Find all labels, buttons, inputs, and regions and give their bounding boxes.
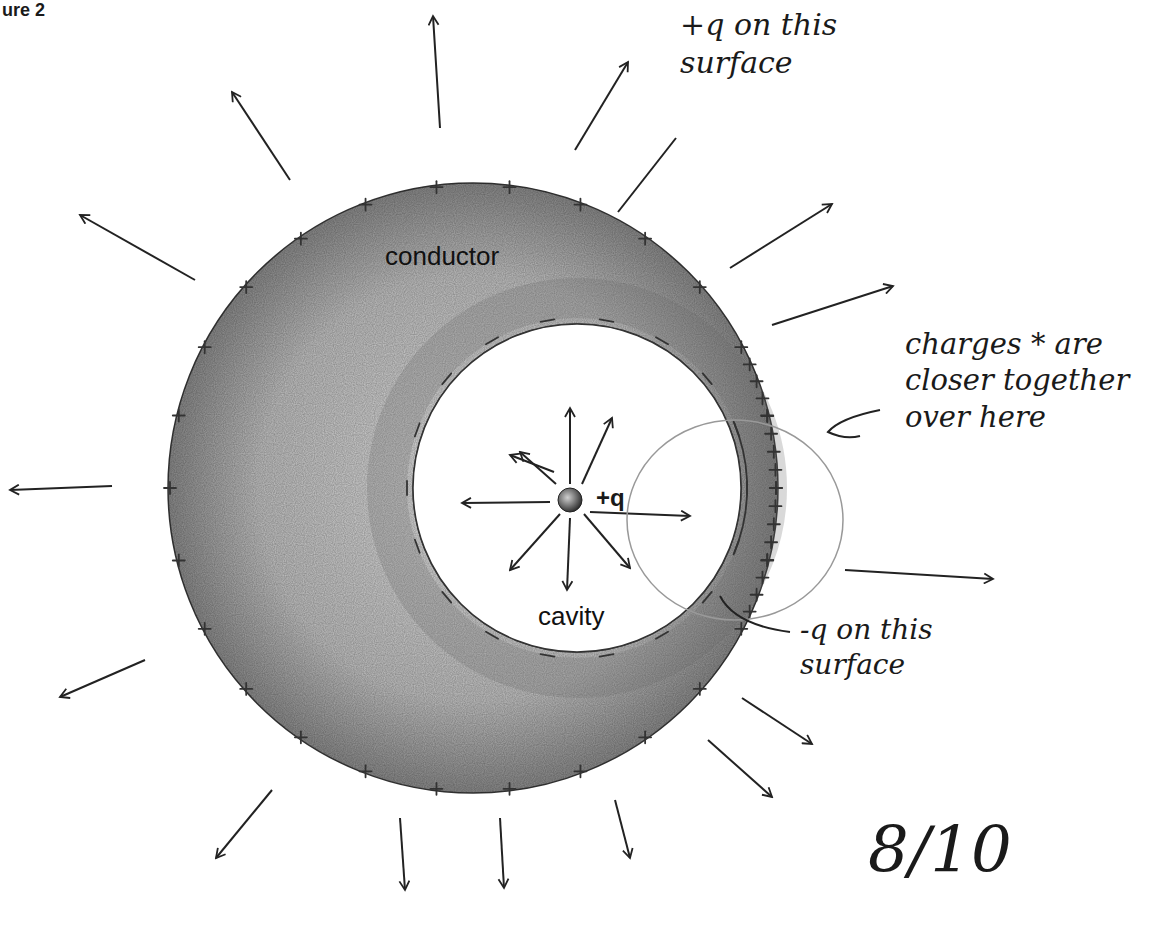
charge-mark <box>734 541 739 554</box>
cavity-region: cavity <box>412 323 742 653</box>
charge-mark <box>756 375 758 387</box>
cavity-region <box>413 324 741 652</box>
charge-mark <box>580 199 582 211</box>
charge-mark <box>644 233 646 245</box>
conductor-grain <box>168 183 778 793</box>
charge-mark <box>773 518 775 530</box>
charge-mark <box>746 496 747 510</box>
charge-mark <box>509 783 511 795</box>
charge-mark <box>178 555 180 567</box>
charge-mark <box>656 337 668 344</box>
charge-mark <box>406 481 408 495</box>
charge-mark <box>541 319 555 321</box>
charge-mark <box>365 199 367 211</box>
charge-mark <box>770 428 772 440</box>
charge-mark <box>436 181 438 193</box>
charge-mark <box>300 233 302 245</box>
charge-mark <box>756 589 758 601</box>
charge-mark <box>766 555 768 567</box>
cavity-shade <box>387 298 767 678</box>
charge-mark <box>600 654 614 656</box>
charge-mark <box>509 181 511 193</box>
charge-mark <box>245 683 247 695</box>
charge-mark <box>178 409 180 421</box>
charge-mark <box>766 409 768 421</box>
charge-label: +q <box>596 484 625 512</box>
field-arrows <box>10 16 993 890</box>
charge-mark <box>770 536 772 548</box>
charge-mark <box>415 540 420 553</box>
charge-mark <box>739 527 743 540</box>
surface-charges <box>164 181 782 795</box>
charge-mark <box>746 481 748 495</box>
figure-number: ure 2 <box>2 0 45 21</box>
charge-mark <box>766 554 768 566</box>
charge-mark <box>766 410 768 422</box>
charge-mark <box>749 606 751 618</box>
grade-mark: 8/10 <box>868 810 1012 890</box>
point-charge <box>558 488 582 512</box>
charge-mark <box>775 500 777 512</box>
charge-mark <box>775 464 777 476</box>
charge-mark <box>204 623 206 635</box>
charge-mark <box>775 482 777 494</box>
cavity-region <box>413 324 741 652</box>
charge-mark <box>699 683 701 695</box>
charge-mark <box>746 481 748 495</box>
charge-mark <box>740 341 742 353</box>
charge-mark <box>486 632 498 639</box>
charge-mark <box>703 373 712 384</box>
handwritten-note: charges * are closer together over here <box>905 326 1155 435</box>
charge-mark <box>703 592 712 603</box>
conductor-region: conductor cavity <box>168 183 778 793</box>
charge-mark <box>762 572 764 584</box>
charge-mark <box>644 731 646 743</box>
highlight-ellipse <box>627 420 843 620</box>
charge-mark <box>486 337 498 344</box>
charge-mark <box>743 512 746 526</box>
charge-mark <box>245 281 247 293</box>
handwritten-note: -q on this surface <box>800 612 1010 682</box>
charge-mark <box>600 319 614 321</box>
charge-mark <box>743 451 746 465</box>
charge-mark <box>749 358 751 370</box>
charge-mark <box>442 592 451 603</box>
charge-mark <box>746 466 747 480</box>
charge-mark <box>734 422 739 435</box>
region-label: cavity <box>538 601 604 632</box>
charge-mark <box>580 765 582 777</box>
charge-mark <box>541 654 555 656</box>
leader-lines <box>618 138 880 632</box>
charge-mark <box>699 281 701 293</box>
region-label: conductor <box>385 241 499 272</box>
charge-mark <box>442 373 451 384</box>
charge-mark <box>773 446 775 458</box>
charge-mark <box>740 623 742 635</box>
charge-mark <box>762 392 764 404</box>
charge-mark <box>656 632 668 639</box>
charge-mark <box>436 783 438 795</box>
charge-mark <box>169 482 171 494</box>
charge-mark <box>204 341 206 353</box>
charge-mark <box>415 423 420 436</box>
charge-mark <box>365 765 367 777</box>
charge-mark <box>300 731 302 743</box>
charge-mark <box>739 436 743 449</box>
charge-mark <box>775 482 777 494</box>
handwritten-note: +q on this surface <box>680 6 930 81</box>
conductor-body <box>168 183 778 793</box>
